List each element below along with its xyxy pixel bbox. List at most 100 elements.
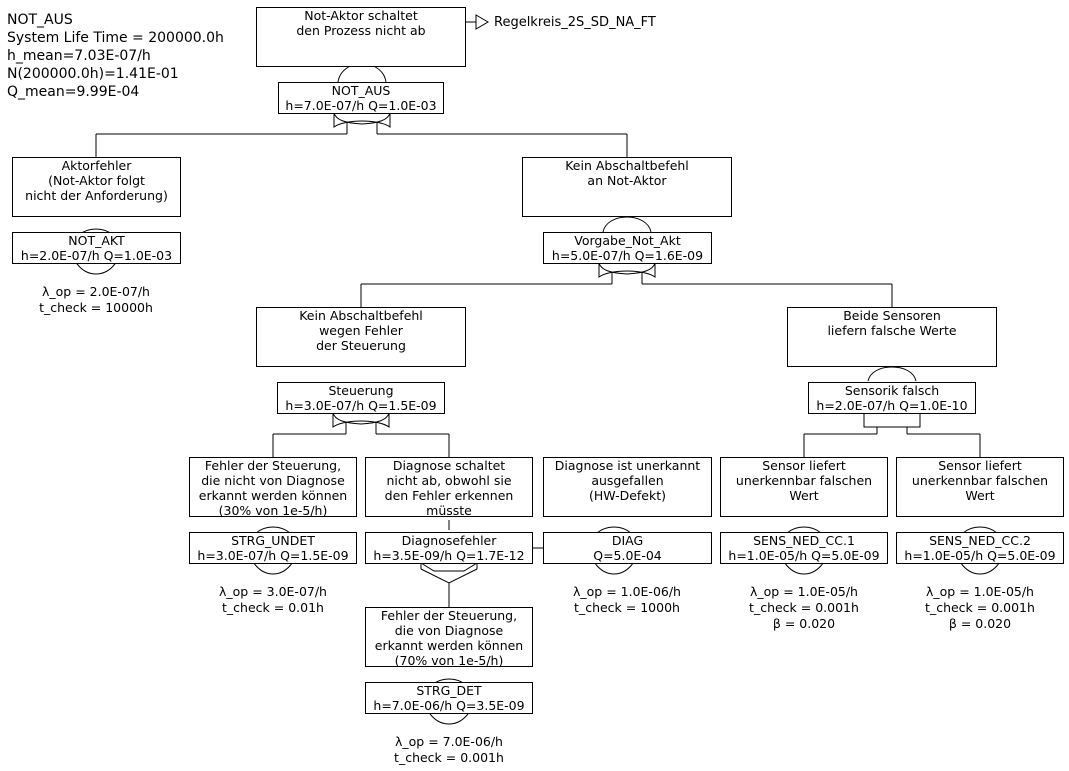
gate-not-aus[interactable]: NOT_AUS h=7.0E-07/h Q=1.0E-03 [278, 82, 444, 114]
gate-strg-det[interactable]: STRG_DET h=7.0E-06/h Q=3.5E-09 [365, 682, 533, 714]
event-text: (HW-Defekt) [588, 488, 667, 503]
event-diagnose-schaltet[interactable]: Diagnose schaltet nicht ab, obwohl sie d… [365, 457, 533, 518]
or-gate-vorgabe [598, 263, 656, 278]
param-line: β = 0.020 [948, 616, 1012, 631]
gate-name: SENS_NED_CC.1 [753, 533, 855, 548]
event-text: (30% von 1e-5/h) [218, 503, 328, 518]
event-text: liefern falsche Werte [827, 323, 957, 338]
gate-vorgabe-not-akt[interactable]: Vorgabe_Not_Akt h=5.0E-07/h Q=1.6E-09 [543, 232, 712, 264]
event-text: erkannt werden können [198, 488, 348, 503]
event-text: Fehler der Steuerung, [380, 608, 518, 623]
event-text: erkannt werden können [374, 638, 524, 653]
event-text: der Steuerung [316, 338, 406, 353]
param-line: λ_op = 1.0E-05/h [750, 584, 858, 599]
event-text: Wert [965, 488, 995, 503]
param-line: t_check = 0.001h [925, 600, 1035, 615]
event-fehler-det[interactable]: Fehler der Steuerung, die von Diagnose e… [365, 607, 533, 668]
param-line: t_check = 0.01h [222, 600, 324, 615]
transfer-out-label[interactable]: Regelkreis_2S_SD_NA_FT [494, 15, 656, 30]
gate-name: Diagnosefehler [401, 533, 497, 548]
gate-name: NOT_AUS [331, 83, 391, 98]
transfer-out-triangle [475, 14, 489, 30]
param-line: λ_op = 3.0E-07/h [219, 584, 327, 599]
fault-tree-summary: NOT_AUS System Life Time = 200000.0h h_m… [7, 11, 224, 101]
event-text: Aktorfehler [61, 158, 132, 173]
event-text: Diagnose schaltet [392, 458, 506, 473]
param-line: λ_op = 1.0E-06/h [573, 584, 681, 599]
gate-steuerung[interactable]: Steuerung h=3.0E-07/h Q=1.5E-09 [277, 382, 445, 414]
event-text: nicht der Anforderung) [25, 188, 168, 203]
and-gate-symbol-sensorik [867, 366, 917, 382]
param-line: t_check = 10000h [39, 300, 153, 315]
params-sens-2: λ_op = 1.0E-05/h t_check = 0.001h β = 0.… [904, 584, 1056, 632]
inhibit-gate-diagnosefehler [420, 562, 478, 572]
event-kein-abschaltbefehl-steuerung[interactable]: Kein Abschaltbefehl wegen Fehler der Ste… [256, 307, 466, 367]
params-sens-1: λ_op = 1.0E-05/h t_check = 0.001h β = 0.… [728, 584, 880, 632]
event-beide-sensoren[interactable]: Beide Sensoren liefern falsche Werte [787, 307, 997, 367]
params-strg-det: λ_op = 7.0E-06/h t_check = 0.001h [373, 734, 525, 766]
event-aktorfehler[interactable]: Aktorfehler (Not-Aktor folgt nicht der A… [12, 157, 181, 217]
gate-name: DIAG [611, 533, 644, 548]
gate-not-akt[interactable]: NOT_AKT h=2.0E-07/h Q=1.0E-03 [12, 232, 181, 264]
event-text: (Not-Aktor folgt [48, 173, 145, 188]
gate-sens-ned-cc-2[interactable]: SENS_NED_CC.2 h=1.0E-05/h Q=5.0E-09 [896, 532, 1064, 564]
event-text: ausgefallen [591, 473, 664, 488]
event-kein-abschaltbefehl[interactable]: Kein Abschaltbefehl an Not-Aktor [522, 157, 732, 217]
event-top[interactable]: Not-Aktor schaltet den Prozess nicht ab [256, 7, 466, 67]
gate-name: STRG_UNDET [231, 533, 315, 548]
event-text: unerkennbar falschen [911, 473, 1049, 488]
gate-values: h=3.5E-09/h Q=1.7E-12 [373, 548, 525, 563]
event-text: Beide Sensoren [843, 308, 941, 323]
gate-strg-undet[interactable]: STRG_UNDET h=3.0E-07/h Q=1.5E-09 [189, 532, 357, 564]
event-text: Diagnose ist unerkannt [554, 458, 701, 473]
event-text: Kein Abschaltbefehl [299, 308, 423, 323]
event-text: Not-Aktor schaltet [304, 8, 418, 23]
event-sensor-2[interactable]: Sensor liefert unerkennbar falschen Wert [896, 457, 1064, 517]
event-text: (70% von 1e-5/h) [394, 653, 504, 668]
gate-diag[interactable]: DIAG Q=5.0E-04 [543, 532, 712, 564]
gate-values: h=2.0E-07/h Q=1.0E-10 [816, 398, 968, 413]
gate-values: h=3.0E-07/h Q=1.5E-09 [285, 398, 437, 413]
event-fehler-undet[interactable]: Fehler der Steuerung, die nicht von Diag… [189, 457, 357, 518]
gate-name: NOT_AKT [68, 233, 125, 248]
event-text: Sensor liefert [762, 458, 846, 473]
or-gate-steuerung [332, 413, 390, 428]
gate-values: h=1.0E-05/h Q=5.0E-09 [728, 548, 880, 563]
event-text: die von Diagnose [394, 623, 504, 638]
gate-name: Vorgabe_Not_Akt [574, 233, 681, 248]
event-sensor-1[interactable]: Sensor liefert unerkennbar falschen Wert [720, 457, 888, 517]
params-diag: λ_op = 1.0E-06/h t_check = 1000h [551, 584, 703, 616]
h-mean: h_mean=7.03E-07/h [7, 48, 151, 64]
event-text: Fehler der Steuerung, [204, 458, 342, 473]
event-text: nicht ab, obwohl sie [386, 473, 512, 488]
event-diagnose-unerkannt[interactable]: Diagnose ist unerkannt ausgefallen (HW-D… [543, 457, 712, 517]
param-line: λ_op = 7.0E-06/h [395, 734, 503, 749]
event-text: müsste [426, 503, 472, 518]
gate-diagnosefehler[interactable]: Diagnosefehler h=3.5E-09/h Q=1.7E-12 [365, 532, 533, 564]
gate-name: SENS_NED_CC.2 [929, 533, 1031, 548]
gate-sensorik-falsch[interactable]: Sensorik falsch h=2.0E-07/h Q=1.0E-10 [808, 382, 976, 414]
param-line: t_check = 1000h [574, 600, 680, 615]
gate-values: h=7.0E-07/h Q=1.0E-03 [285, 98, 437, 113]
event-text: den Prozess nicht ab [296, 23, 426, 38]
gate-sens-ned-cc-1[interactable]: SENS_NED_CC.1 h=1.0E-05/h Q=5.0E-09 [720, 532, 888, 564]
param-line: λ_op = 1.0E-05/h [926, 584, 1034, 599]
or-gate-not-aus [333, 113, 391, 128]
event-text: den Fehler erkennen [384, 488, 514, 503]
gate-values: h=1.0E-05/h Q=5.0E-09 [904, 548, 1056, 563]
event-text: an Not-Aktor [587, 173, 667, 188]
param-line: β = 0.020 [772, 616, 836, 631]
or-gate-symbol-vorgabe [602, 216, 652, 233]
gate-name: Steuerung [328, 383, 394, 398]
event-text: wegen Fehler [319, 323, 403, 338]
q-mean: Q_mean=9.99E-04 [7, 84, 140, 100]
event-text: die nicht von Diagnose [201, 473, 345, 488]
params-not-akt: λ_op = 2.0E-07/h t_check = 10000h [20, 284, 172, 316]
params-strg-undet: λ_op = 3.0E-07/h t_check = 0.01h [197, 584, 349, 616]
param-line: λ_op = 2.0E-07/h [42, 284, 150, 299]
gate-values: Q=5.0E-04 [593, 548, 662, 563]
param-line: t_check = 0.001h [394, 750, 504, 765]
gate-name: Sensorik falsch [844, 383, 940, 398]
